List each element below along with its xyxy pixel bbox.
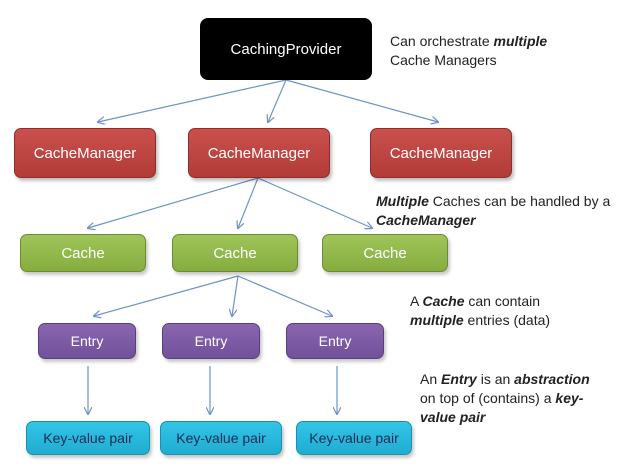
key-value-pair-node-1: Key-value pair <box>26 421 150 455</box>
cache-label: Cache <box>213 244 257 262</box>
cache-manager-node-1: CacheManager <box>14 128 156 178</box>
entry-label: Entry <box>194 333 228 349</box>
note-emphasis: Cache <box>422 293 465 309</box>
caching-provider-node: CachingProvider <box>200 18 372 80</box>
note-emphasis: CacheManager <box>376 212 476 228</box>
key-value-pair-label: Key-value pair <box>309 430 399 446</box>
cache-manager-node-3: CacheManager <box>370 128 512 178</box>
cache-node-3: Cache <box>322 234 448 272</box>
note-emphasis: multiple <box>410 312 464 328</box>
note-managers: Multiple Caches can be handled by a Cach… <box>376 193 611 228</box>
note-provider: Can orchestrate multiple Cache Managers <box>390 33 548 68</box>
arrow-manager-to-cache-1 <box>88 177 259 228</box>
cache-manager-label: CacheManager <box>207 144 311 162</box>
note-emphasis: Multiple <box>376 193 429 209</box>
arrow-cache-to-entry-1 <box>94 275 239 316</box>
entry-node-1: Entry <box>38 323 136 359</box>
note-entry: An Entry is an abstraction on top of (co… <box>420 371 590 425</box>
note-cache: A Cache can contain multiple entries (da… <box>410 293 551 328</box>
cache-manager-node-2: CacheManager <box>188 128 330 178</box>
arrow-provider-to-manager-2 <box>268 79 287 122</box>
arrow-manager-to-cache-3 <box>257 177 372 228</box>
note-emphasis: value pair <box>420 409 486 425</box>
entry-label: Entry <box>70 333 104 349</box>
entry-label: Entry <box>318 333 352 349</box>
arrow-cache-to-entry-3 <box>237 275 332 316</box>
arrow-manager-to-cache-2 <box>238 177 259 228</box>
cache-label: Cache <box>61 244 105 262</box>
entry-node-2: Entry <box>162 323 260 359</box>
key-value-pair-node-3: Key-value pair <box>296 421 412 455</box>
note-emphasis: abstraction <box>514 371 590 387</box>
key-value-pair-label: Key-value pair <box>176 430 266 446</box>
note-emphasis: key- <box>555 390 584 406</box>
cache-label: Cache <box>363 244 407 262</box>
arrow-provider-to-manager-1 <box>98 79 287 122</box>
arrow-cache-to-entry-2 <box>232 275 239 316</box>
cache-manager-label: CacheManager <box>33 144 137 162</box>
key-value-pair-label: Key-value pair <box>43 430 133 446</box>
cache-node-2: Cache <box>172 234 298 272</box>
arrow-provider-to-manager-3 <box>285 79 438 122</box>
cache-manager-label: CacheManager <box>389 144 493 162</box>
cache-node-1: Cache <box>20 234 146 272</box>
key-value-pair-node-2: Key-value pair <box>160 421 282 455</box>
note-emphasis: Entry <box>441 371 477 387</box>
caching-provider-label: CachingProvider <box>230 40 342 58</box>
note-emphasis: multiple <box>493 33 548 49</box>
entry-node-3: Entry <box>286 323 384 359</box>
